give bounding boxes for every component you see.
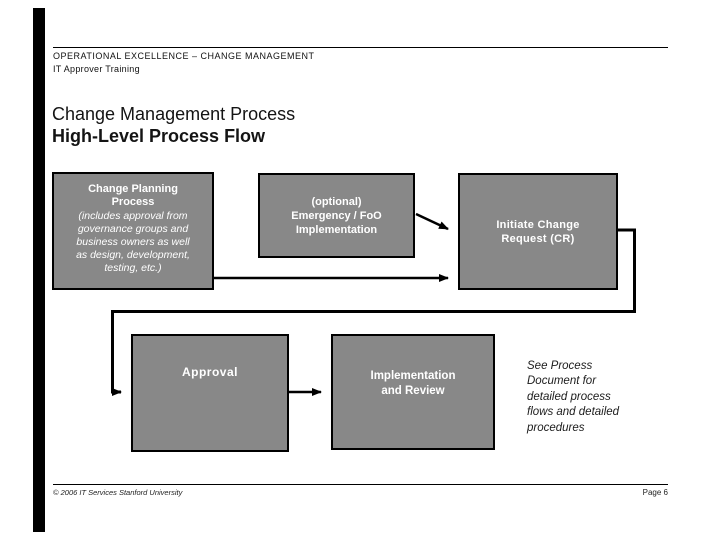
footer-page-number: Page 6 [642, 488, 668, 497]
planning-process-box: Change Planning Process (includes approv… [52, 172, 214, 290]
implementation-review-box: Implementation and Review [331, 334, 495, 450]
slide-title-line1: Change Management Process [52, 104, 296, 124]
header-rule [53, 47, 668, 48]
slide-title-line2: High-Level Process Flow [52, 126, 266, 146]
approval-box-label: Approval [181, 365, 238, 379]
emergency-implementation-box: (optional) Emergency / FoO Implementatio… [258, 173, 415, 258]
planning-box-detail: (includes approval from governance group… [76, 210, 190, 274]
header-subtitle: IT Approver Training [53, 64, 140, 74]
footer-copyright: © 2006 IT Services Stanford University [53, 488, 183, 497]
left-accent-bar [33, 8, 45, 532]
approval-box: Approval [131, 334, 289, 452]
initiate-box-label: Initiate Change Request (CR) [496, 218, 580, 245]
initiate-change-request-box: Initiate Change Request (CR) [458, 173, 618, 290]
footer-rule [53, 484, 668, 485]
process-document-note: See Process Document for detailed proces… [527, 360, 620, 434]
header-eyebrow: OPERATIONAL EXCELLENCE – CHANGE MANAGEME… [53, 51, 315, 61]
implementation-box-label: Implementation and Review [370, 370, 456, 397]
planning-box-title: Change Planning Process [88, 183, 178, 208]
emergency-box-label: (optional) Emergency / FoO Implementatio… [291, 195, 382, 236]
slide-title: Change Management Process High-Level Pro… [52, 103, 295, 147]
arrow-emergency-to-initiate [415, 212, 449, 231]
